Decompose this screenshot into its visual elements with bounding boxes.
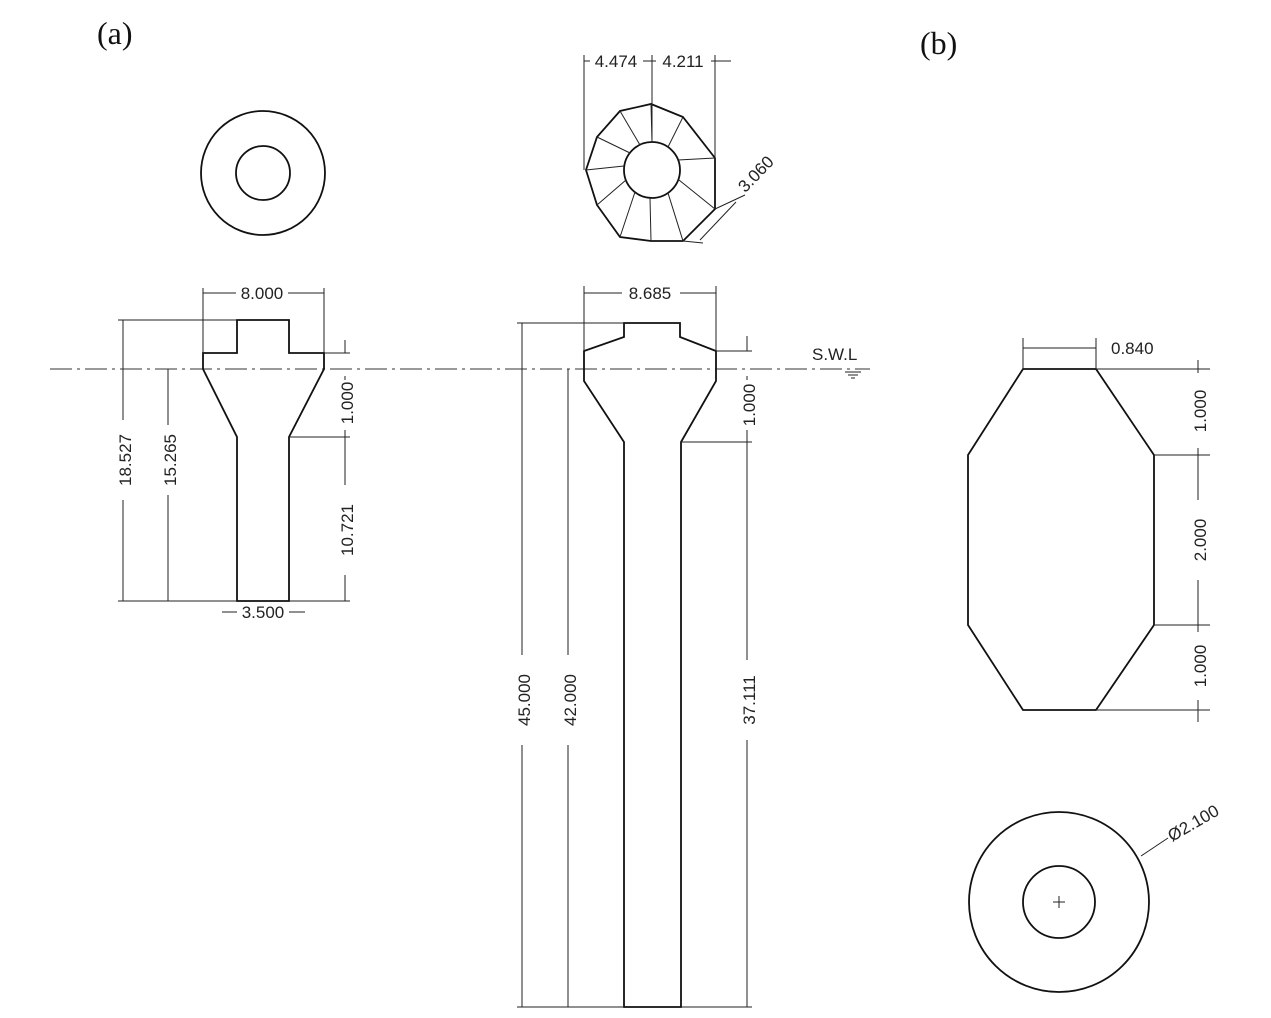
element-b-plan-view bbox=[968, 811, 1169, 993]
dim-label-4211: 4.211 bbox=[662, 52, 703, 71]
dim-label-left-1000: 1.000 bbox=[338, 382, 357, 425]
dim-label-37111: 37.111 bbox=[740, 675, 759, 724]
dim-label-diameter: Ø2.100 bbox=[1165, 801, 1223, 845]
dim-left-column-height bbox=[289, 437, 350, 602]
decagon-outline bbox=[585, 103, 716, 242]
left-inner-circle bbox=[235, 145, 291, 201]
b-outer-circle bbox=[968, 811, 1150, 993]
dim-left-total-height bbox=[118, 319, 237, 602]
swl-label: S.W.L bbox=[812, 345, 857, 364]
diameter-leader bbox=[1140, 837, 1169, 857]
left-model-plan-view bbox=[200, 110, 326, 236]
dim-right-plan-widths bbox=[583, 55, 731, 170]
panel-label-b: (b) bbox=[920, 25, 957, 61]
dim-label-10721: 10.721 bbox=[338, 504, 357, 556]
left-model-profile bbox=[202, 319, 325, 602]
dim-b-vertical-chain bbox=[1096, 360, 1210, 722]
dim-label-42000: 42.000 bbox=[561, 674, 580, 726]
right-model-plan-view bbox=[585, 103, 716, 242]
dim-right-column-height bbox=[681, 442, 752, 1008]
dim-label-b-lower-1000: 1.000 bbox=[1191, 645, 1210, 688]
panel-label-a: (a) bbox=[97, 15, 133, 51]
dim-label-b-upper-1000: 1.000 bbox=[1191, 390, 1210, 433]
dim-label-0840: 0.840 bbox=[1111, 339, 1154, 358]
dim-label-8685: 8.685 bbox=[629, 284, 672, 303]
dim-right-top-width bbox=[583, 286, 717, 351]
dim-right-polygon-side bbox=[682, 194, 746, 244]
dim-label-4474: 4.474 bbox=[595, 52, 638, 71]
dim-label-45000: 45.000 bbox=[515, 674, 534, 726]
dim-right-cone-height bbox=[681, 336, 752, 443]
dim-b-half-width bbox=[1022, 338, 1097, 369]
dim-left-cone-height bbox=[289, 340, 350, 438]
dim-label-3500: 3.500 bbox=[242, 603, 285, 622]
dim-label-b-2000: 2.000 bbox=[1191, 519, 1210, 562]
dim-right-total-height bbox=[517, 322, 624, 1008]
dim-label-8000: 8.000 bbox=[241, 284, 284, 303]
left-outer-circle bbox=[200, 110, 326, 236]
right-model-profile bbox=[583, 322, 717, 1008]
right-inner-circle bbox=[623, 141, 681, 199]
dim-label-3060: 3.060 bbox=[734, 152, 777, 196]
dim-label-15265: 15.265 bbox=[161, 434, 180, 486]
element-b-profile bbox=[967, 368, 1155, 711]
dim-label-18527: 18.527 bbox=[116, 434, 135, 486]
b-inner-circle bbox=[1022, 865, 1096, 939]
dim-label-right-1000: 1.000 bbox=[740, 384, 759, 427]
